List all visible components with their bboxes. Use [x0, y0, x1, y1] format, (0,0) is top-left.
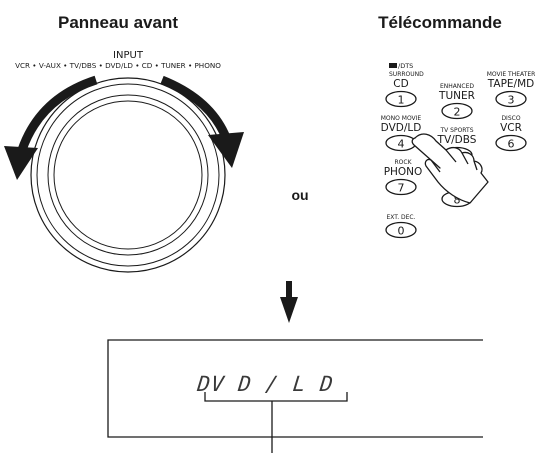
button-6-large-caption: VCR — [500, 122, 522, 134]
remote-button-2[interactable]: ENHANCED TUNER 2 — [438, 83, 475, 120]
button-1-large-caption: CD — [393, 78, 408, 90]
remote-button-0[interactable]: EXT. DEC. 0 — [385, 214, 417, 239]
button-5-large-caption: TV/DBS — [437, 134, 477, 146]
button-0-number: 0 — [398, 225, 405, 238]
button-2-small-caption: ENHANCED — [440, 83, 474, 90]
remote-button-1[interactable]: /DTS SURROUND CD 1 — [385, 62, 424, 108]
input-knob[interactable] — [30, 77, 226, 273]
remote-title: Télécommande — [378, 13, 502, 32]
display-text: DV D / L D — [195, 371, 335, 396]
button-4-number: 4 — [398, 138, 405, 151]
front-panel-title: Panneau avant — [58, 13, 178, 32]
button-2-large-caption: TUNER — [438, 90, 475, 102]
remote-keypad: /DTS SURROUND CD 1 ENHANCED TUNER 2 MOVI… — [381, 62, 536, 239]
remote-button-4[interactable]: MONO MOVIE DVD/LD 4 — [381, 115, 422, 152]
input-source-sequence: VCR • V-AUX • TV/DBS • DVD/LD • CD • TUN… — [15, 61, 221, 70]
button-1-number: 1 — [398, 94, 405, 107]
button-5-small-caption: TV SPORTS — [439, 127, 473, 134]
remote-button-7[interactable]: ROCK PHONO 7 — [384, 159, 423, 196]
button-3-small-caption: MOVIE THEATER — [487, 71, 536, 78]
button-7-number: 7 — [398, 182, 405, 195]
button-3-large-caption: TAPE/MD — [487, 78, 534, 90]
down-arrow-icon — [280, 281, 298, 323]
button-6-number: 6 — [508, 138, 515, 151]
button-4-large-caption: DVD/LD — [381, 122, 422, 134]
display-bracket — [204, 392, 348, 402]
button-8-number: 8 — [454, 194, 461, 207]
button-6-small-caption: DISCO — [501, 115, 520, 122]
button-7-small-caption: ROCK — [394, 159, 412, 166]
button-7-large-caption: PHONO — [384, 166, 423, 178]
button-1-prefix: /DTS — [398, 62, 413, 70]
dolby-digital-icon — [389, 63, 397, 68]
button-4-small-caption: MONO MOVIE — [381, 115, 422, 122]
remote-button-3[interactable]: MOVIE THEATER TAPE/MD 3 — [487, 71, 536, 108]
or-label: ou — [291, 187, 308, 203]
button-2-number: 2 — [454, 106, 461, 119]
button-3-number: 3 — [508, 94, 515, 107]
rotate-left-arrow-icon — [4, 75, 98, 180]
remote-button-6[interactable]: DISCO VCR 6 — [495, 115, 527, 152]
button-0-small-caption: EXT. DEC. — [386, 214, 415, 221]
input-knob-label: INPUT — [113, 50, 144, 61]
display-panel: DV D / L D — [107, 339, 483, 453]
pressing-hand-icon — [411, 133, 489, 204]
button-1-small-caption: SURROUND — [389, 71, 424, 78]
rotate-right-arrow-icon — [160, 75, 244, 168]
